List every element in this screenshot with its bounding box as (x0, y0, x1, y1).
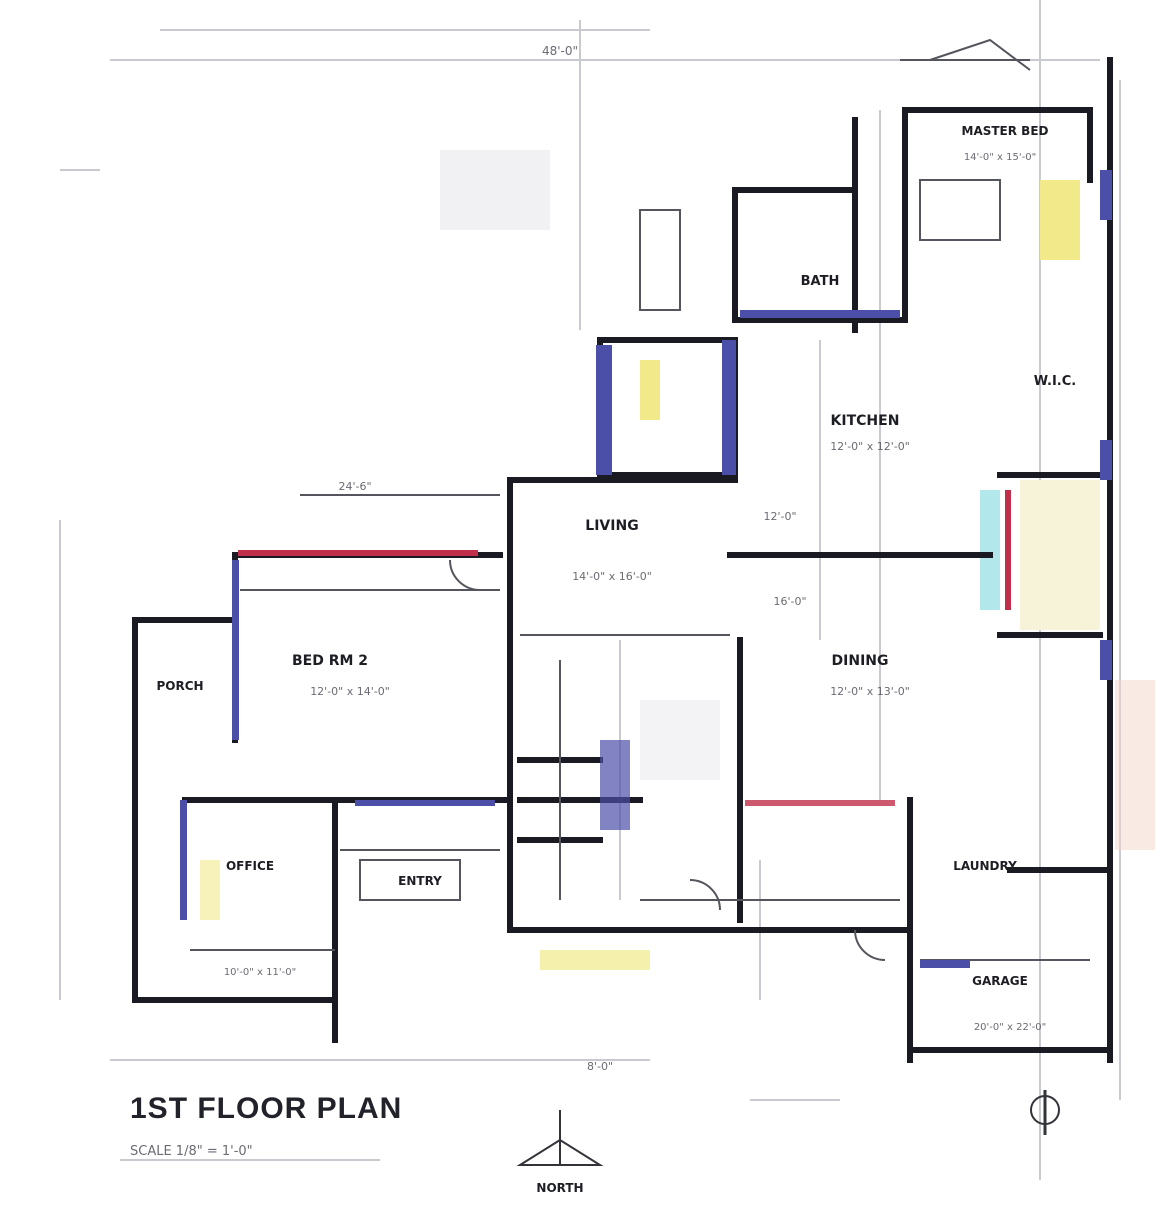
room-label-closet: W.I.C. (1034, 374, 1076, 389)
room-label-bath: BATH (801, 274, 840, 289)
north-arrow-icon: NORTH (516, 1110, 604, 1195)
drawing-scale: SCALE 1/8" = 1'-0" (130, 1144, 253, 1159)
shade-zone (640, 700, 720, 780)
room-label-master-bed: MASTER BED (962, 124, 1049, 138)
room-label-living: LIVING (585, 518, 638, 534)
dimension-overall: 48'-0" (542, 44, 578, 58)
shade-zone (440, 150, 550, 230)
room-size-kitchen: 12'-0" x 12'-0" (830, 440, 910, 453)
dimension-b: 16'-0" (773, 595, 806, 608)
dimension-a: 12'-0" (763, 510, 796, 523)
room-size-office: 10'-0" x 11'-0" (224, 967, 296, 978)
room-label-entry: ENTRY (398, 874, 442, 888)
dimension-c: 8'-0" (587, 1060, 613, 1073)
room-label-bedroom-2: BED RM 2 (292, 653, 368, 669)
dimension-text: 48'-0" 24'-6" 12'-0" 16'-0" 8'-0" (338, 44, 806, 1073)
window-glazing (980, 490, 1000, 610)
thin-lines (190, 38, 1090, 961)
tile-zone (1020, 480, 1100, 630)
section-marker-icon (1030, 1090, 1060, 1135)
room-labels: BED RM 2 12'-0" x 14'-0" LIVING 14'-0" x… (156, 124, 1076, 1033)
walls (132, 57, 1113, 1063)
fixtures (359, 179, 1001, 961)
yellow-accents (200, 180, 1080, 970)
room-label-kitchen: KITCHEN (831, 413, 900, 429)
room-label-garage: GARAGE (972, 974, 1028, 988)
room-label-porch: PORCH (156, 679, 203, 693)
blue-accents (180, 170, 1112, 968)
dimension-depth: 24'-6" (338, 480, 371, 493)
room-size-dining: 12'-0" x 13'-0" (830, 685, 910, 698)
room-label-laundry: LAUNDRY (953, 859, 1017, 873)
room-size-garage: 20'-0" x 22'-0" (974, 1022, 1046, 1033)
room-label-office: OFFICE (226, 859, 274, 873)
north-label: NORTH (536, 1181, 583, 1195)
title-block: 1ST FLOOR PLAN SCALE 1/8" = 1'-0" (130, 1092, 402, 1159)
room-size-master-bed: 14'-0" x 15'-0" (964, 152, 1036, 163)
red-accents (238, 490, 1155, 850)
drawing-title: 1ST FLOOR PLAN (130, 1092, 402, 1125)
room-size-living: 14'-0" x 16'-0" (572, 570, 652, 583)
room-size-bedroom-2: 12'-0" x 14'-0" (310, 685, 390, 698)
room-label-dining: DINING (832, 653, 889, 669)
